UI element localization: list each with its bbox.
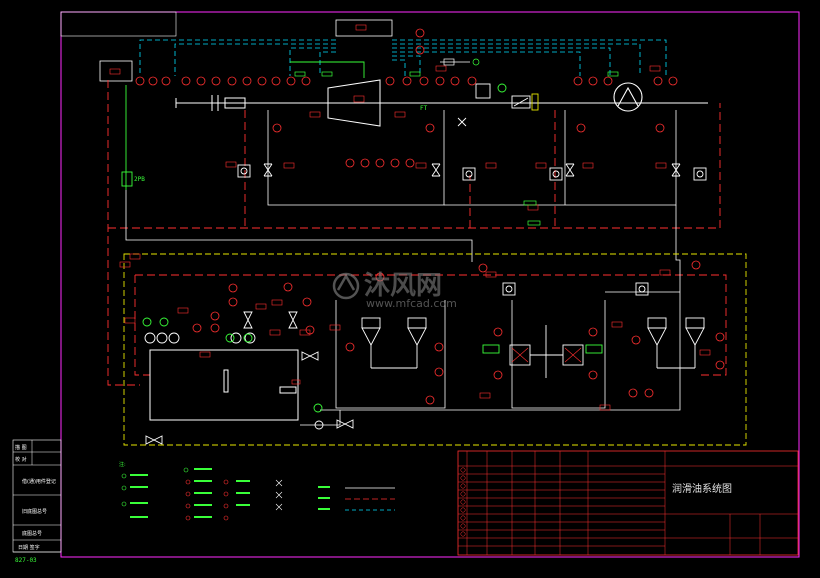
side-label-base: 底图总号 bbox=[22, 530, 42, 537]
legend-title: 注: bbox=[119, 461, 126, 468]
side-label-draw: 描 图 bbox=[15, 444, 27, 451]
control-cabinet bbox=[335, 19, 393, 37]
oil-tank bbox=[149, 349, 301, 421]
drawing-title: 润滑油系统图 bbox=[672, 482, 732, 495]
watermark-logo-icon bbox=[332, 272, 360, 300]
bearing-boxes bbox=[237, 164, 707, 296]
oil-skid-enclosure bbox=[123, 253, 747, 446]
valve-tag: FT bbox=[420, 105, 428, 112]
filter-group-right bbox=[647, 317, 705, 369]
valves bbox=[145, 117, 681, 445]
side-label-borrowed: 借(通)用件登记 bbox=[22, 478, 56, 485]
instrument-tags-top bbox=[135, 28, 678, 168]
watermark: 沐风网 www.mfcad.com bbox=[332, 271, 457, 310]
title-block bbox=[457, 450, 799, 556]
oil-pumps bbox=[144, 332, 324, 430]
pump-tag: 2PB bbox=[134, 176, 145, 183]
local-panel bbox=[99, 60, 133, 82]
control-wiring bbox=[139, 39, 667, 76]
side-label-old-base: 旧底图总号 bbox=[22, 508, 47, 515]
filter-group-left bbox=[361, 317, 427, 369]
signal-lines-green bbox=[121, 61, 365, 190]
tag-label-boxes bbox=[119, 65, 711, 411]
instrument-tags-green bbox=[142, 83, 507, 413]
side-label-date: 日期 签字 bbox=[18, 544, 40, 551]
oil-supply-lines bbox=[107, 80, 727, 386]
instrument-tags-bottom bbox=[192, 260, 725, 405]
side-label-check: 校 对 bbox=[15, 456, 27, 463]
drawing-code: 827-03 bbox=[15, 557, 37, 564]
legend: 注: bbox=[119, 461, 395, 521]
side-table: 描 图 校 对 借(通)用件登记 旧底图总号 底图总号 日期 签字 bbox=[12, 439, 62, 553]
watermark-url: www.mfcad.com bbox=[366, 297, 457, 310]
coupling bbox=[475, 83, 539, 111]
drawing-corner-box bbox=[60, 11, 177, 37]
turbine-symbol bbox=[327, 79, 381, 127]
top-flow-element bbox=[440, 58, 480, 66]
green-flags bbox=[294, 71, 619, 226]
cooler-group bbox=[482, 325, 603, 378]
main-shaft bbox=[175, 95, 708, 111]
watermark-text: 沐风网 bbox=[364, 271, 442, 301]
compressor-symbol bbox=[613, 82, 643, 112]
drawing-border-outer bbox=[60, 11, 800, 558]
